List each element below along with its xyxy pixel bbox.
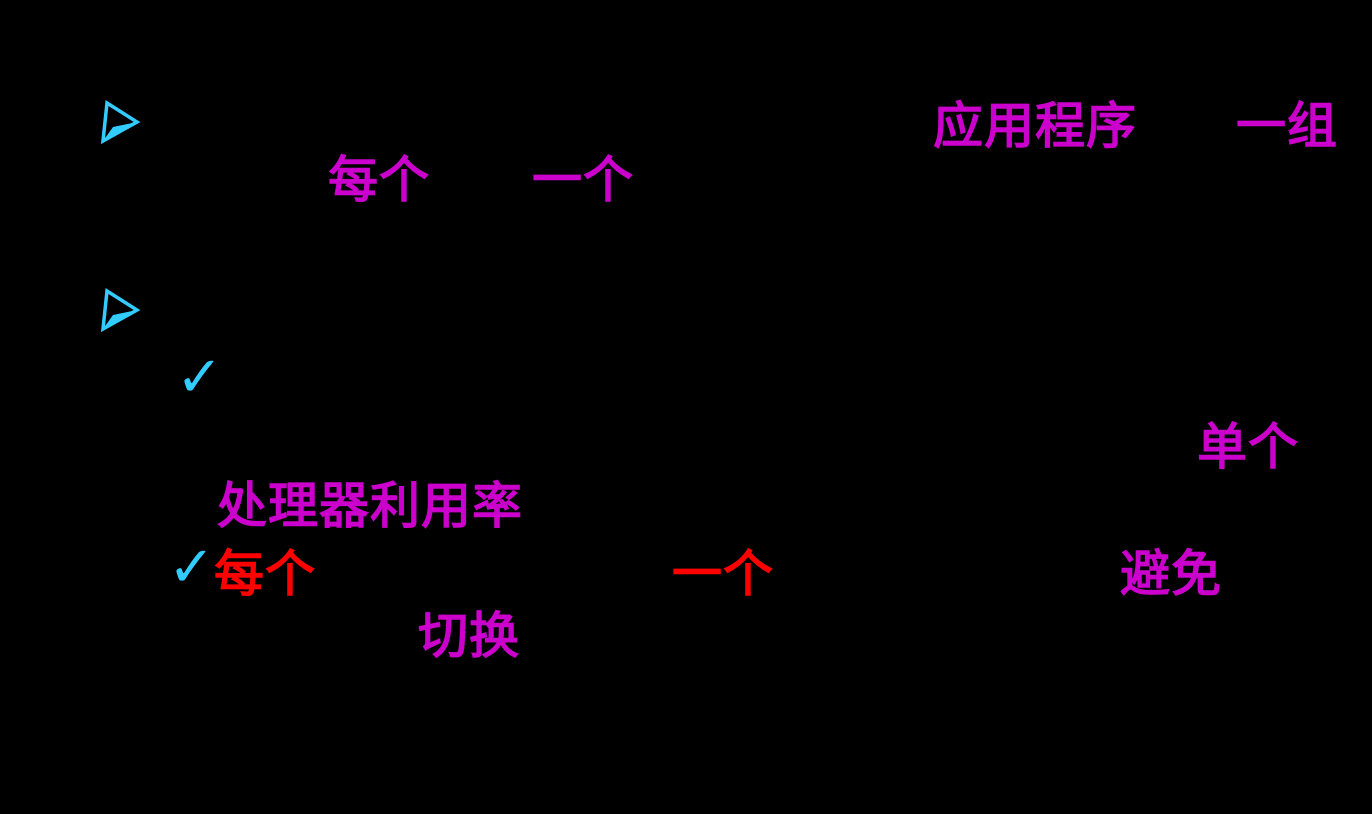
arrowhead-bullet-icon (100, 288, 140, 332)
text-one-top: 一个 (532, 151, 634, 209)
check-icon: ✓ (168, 535, 215, 600)
text-one-group: 一组 (1236, 97, 1338, 155)
check-icon: ✓ (176, 345, 223, 410)
text-each-top: 每个 (328, 151, 430, 209)
text-processor-utilization: 处理器利用率 (217, 477, 523, 535)
text-one-red: 一个 (672, 545, 774, 603)
arrowhead-bullet-icon (100, 100, 140, 144)
text-each-red: 每个 (214, 545, 316, 603)
text-single: 单个 (1197, 418, 1299, 476)
text-application-program: 应用程序 (933, 97, 1137, 155)
text-avoid: 避免 (1120, 545, 1222, 603)
text-switch: 切换 (418, 607, 520, 665)
